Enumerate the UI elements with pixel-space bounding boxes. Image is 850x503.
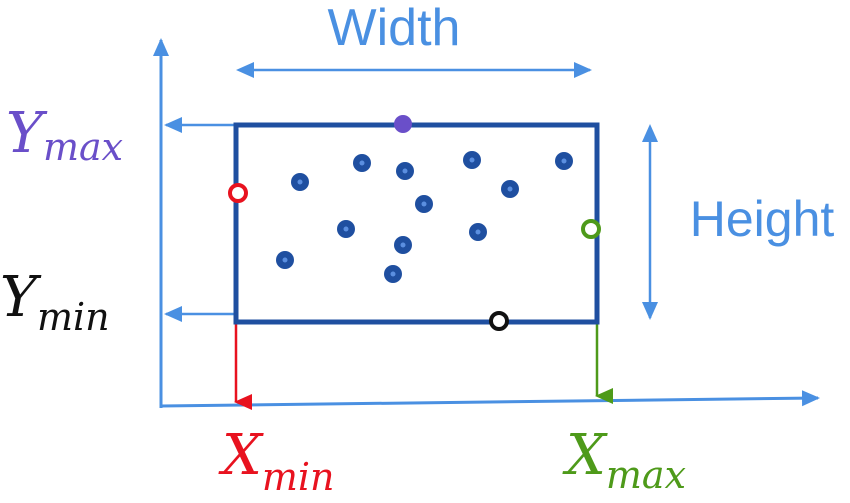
height-label: Height: [690, 191, 835, 247]
ymin-point: [489, 311, 509, 331]
bounding-box: [233, 122, 600, 325]
ymax-point: [394, 115, 412, 133]
ymax-label: Ymax: [6, 101, 123, 169]
width-label: Width: [328, 0, 461, 57]
x-axis: [160, 390, 820, 408]
data-points: [276, 151, 573, 283]
xmax-point: [581, 219, 601, 239]
xmax-label: Xmax: [562, 423, 686, 497]
xmin-label: Xmin: [218, 423, 335, 499]
xmin-point: [228, 183, 248, 203]
ymin-label: Ymin: [0, 265, 110, 339]
